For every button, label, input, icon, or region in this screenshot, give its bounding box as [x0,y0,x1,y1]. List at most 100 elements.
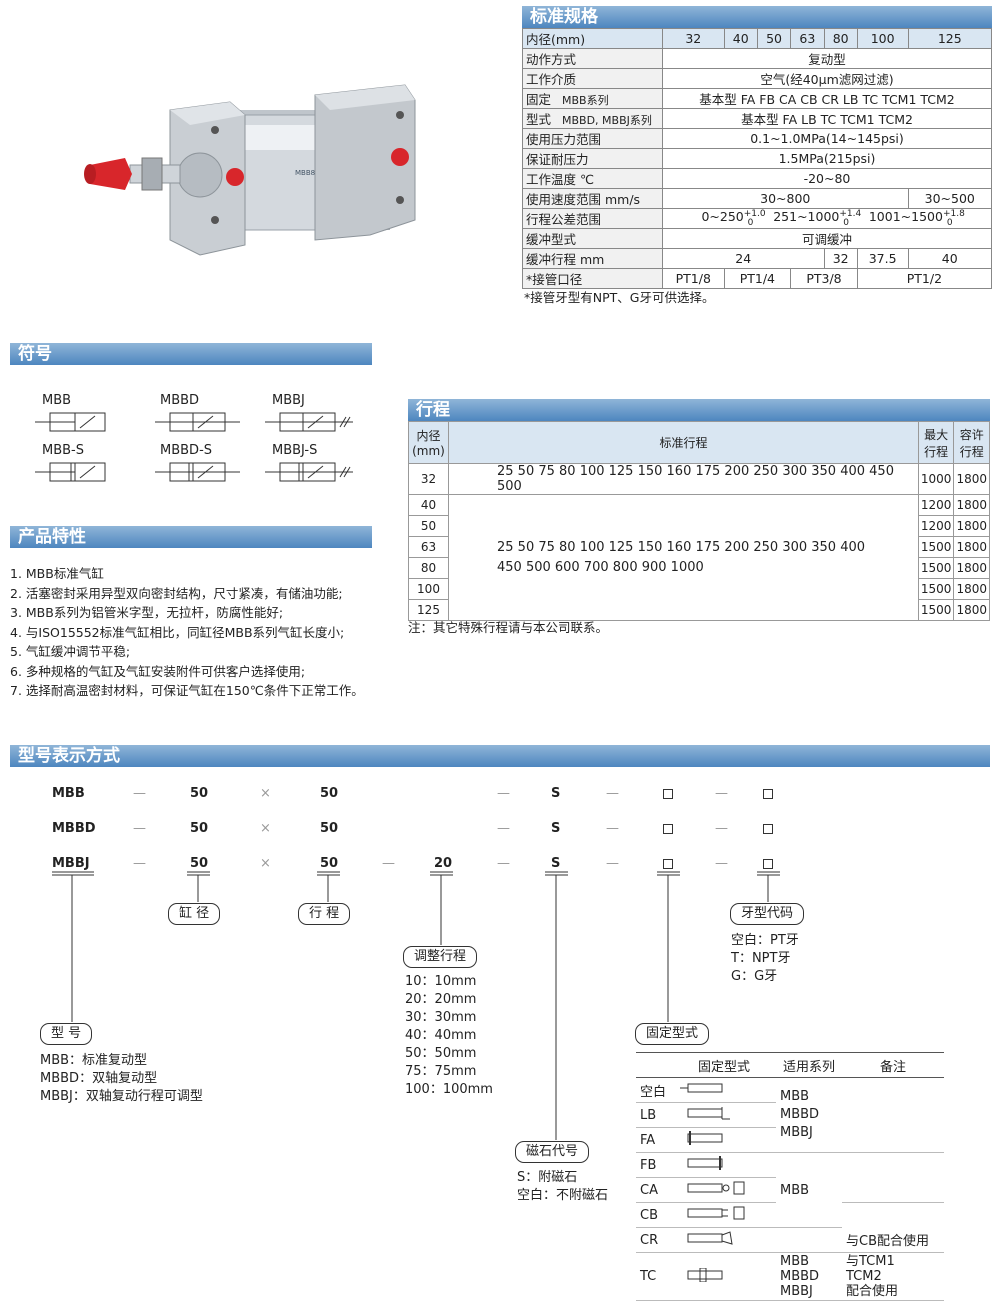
spec-header-cell: 80 [823,28,858,49]
bore-header-a: 内径 [416,429,441,443]
note-line: 与TCM1 [846,1254,895,1269]
adjust-item: 30：30mm [405,1010,477,1025]
spec-label: 工作介质 [522,68,663,89]
separator-dash: — [133,856,146,871]
stroke-allow: 1800 [953,494,990,516]
port-value: PT1/8 [662,268,725,289]
adjust-item: 50：50mm [405,1046,477,1061]
type-item: MBB：标准复动型 [40,1053,148,1068]
port-value: PT1/4 [723,268,792,289]
stroke-table: 内径(mm) 标准行程 最大行程 容许行程 32 25 50 75 80 100… [408,421,990,621]
mount-drawing-icon [672,1152,776,1178]
model-adjust: 20 [434,856,453,871]
stroke-bore: 50 [408,515,449,537]
tol-2-sub: 0 [843,217,849,228]
symbols-section-title: 符号 [10,343,372,365]
feature-item: 4. 与ISO15552标准气缸相比，同缸径MBB系列气缸长度小; [10,624,345,640]
stroke-allow: 1800 [953,578,990,600]
magnet-list: S：附磁石 空白：不附磁石 [517,1166,609,1203]
feature-item: 3. MBB系列为铝管米字型，无拉杆，防腐性能好; [10,605,284,620]
magnet-item: S：附磁石 [517,1170,578,1185]
spec-table: 内径(mm) 32 40 50 63 80 100 125 动作方式复动型 工作… [522,28,993,289]
adjust-item: 20：20mm [405,992,477,1007]
note-line: TCM2 [846,1269,882,1284]
separator-dash: — [606,856,619,871]
spec-header-cell: 50 [756,28,792,49]
tol-1: 0~250 [701,209,744,225]
note-line: 配合使用 [846,1284,899,1299]
mount-mbb-value: 基本型 FA FB CA CB CR LB TC TCM1 TCM2 [662,88,992,109]
cushion-value: 32 [823,248,858,269]
model-stroke: 50 [320,821,339,836]
cushion-value: 40 [907,248,993,269]
separator-dash: — [497,821,510,836]
mount-drawing-icon [672,1127,776,1153]
mount-code: CB [636,1202,672,1228]
model-magnet: S [551,786,561,801]
symbol-label: MBBD-S [160,443,213,458]
tol-1-sub: 0 [747,217,754,228]
separator-dash: — [715,856,728,871]
symbol-label: MBBJ-S [272,443,318,458]
bore-label-box: 缸 径 [168,903,221,925]
series-item: MBBD [780,1107,820,1122]
mount-drawing-icon [672,1227,776,1253]
magnet-item: 空白：不附磁石 [517,1188,609,1203]
mount-code: CA [636,1177,672,1203]
mount-note-cr: 与CB配合使用 [842,1227,944,1253]
mount-placeholder-box [663,824,673,834]
stroke-std-line-2: 450 500 600 700 800 900 1000 [497,559,704,575]
feature-item: 5. 气缸缓冲调节平稳; [10,644,131,659]
mount-placeholder-box [663,859,673,869]
stroke-bore: 100 [408,578,449,600]
stroke-bore: 40 [408,494,449,516]
spec-header-cell: 100 [856,28,909,49]
spec-label: 工作温度 ℃ [522,168,663,189]
stroke-max: 1500 [917,536,955,558]
stroke-max: 1200 [917,494,955,516]
mount-label-b: 型式 [526,112,552,127]
spec-value: 可调缓冲 [662,228,992,249]
mount-header: 备注 [842,1052,944,1078]
mount-drawing-icon [672,1077,776,1103]
stroke-allow: 1800 [953,463,990,495]
mount-mbbd-value: 基本型 FA LB TC TCM1 TCM2 [662,108,992,129]
type-label-box: 型 号 [40,1023,93,1045]
mount-mbb-series: MBB系列 [562,94,609,107]
mount-drawing-icon [672,1202,776,1228]
spec-value: 1.5MPa(215psi) [662,148,992,169]
separator-dash: — [715,821,728,836]
stroke-allow: 1800 [953,536,990,558]
spec-label: 保证耐压力 [522,148,663,169]
mount-drawing-icon [672,1252,776,1301]
stroke-std-line-1: 25 50 75 80 100 125 150 160 175 200 250 … [497,539,866,555]
thread-list: 空白：PT牙 T：NPT牙 G：G牙 [731,929,799,984]
spec-value: 空气(经40μm滤网过滤) [662,68,992,89]
stroke-bore: 80 [408,557,449,579]
model-stroke: 50 [320,856,339,871]
mount-series-blank [776,1227,842,1253]
stroke-max: 1200 [917,515,955,537]
stroke-header-max: 最大行程 [917,421,955,464]
stroke-std-32: 25 50 75 80 100 125 150 160 175 200 250 … [448,463,919,495]
separator-dash: — [497,786,510,801]
symbol-label: MBBJ [272,393,305,408]
stroke-max: 1500 [917,578,955,600]
spec-header-cell: 内径(mm) [522,28,663,49]
spec-value: -20~80 [662,168,992,189]
spec-header-cell: 63 [790,28,825,49]
mount-drawing-icon [672,1177,776,1203]
separator-dash: — [606,821,619,836]
allow-header-a: 容许 [959,427,984,442]
svg-text:MBB80-80: MBB80-80 [295,169,331,177]
max-header-a: 最大 [924,427,949,442]
adjust-item: 75：75mm [405,1064,477,1079]
mount-code: FB [636,1152,672,1178]
type-item: MBBJ：双轴复动行程可调型 [40,1089,203,1104]
separator-dash: — [715,786,728,801]
mount-label-a: 固定 [526,92,552,107]
thread-label-box: 牙型代码 [730,903,805,925]
connector-lines [52,871,780,1140]
